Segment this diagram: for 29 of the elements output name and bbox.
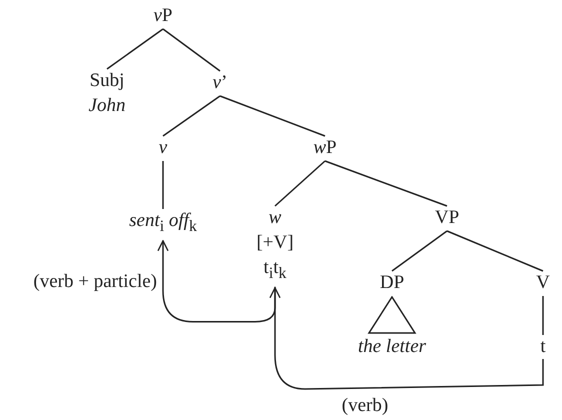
tree-node-label: VP [434,205,460,230]
tree-node-label: Subj [88,69,126,93]
tree-node-label: w [268,206,282,230]
tree-node-label: t$_{i}$t$_{k}$ [262,256,288,284]
tree-node-label: vP [154,3,172,28]
tree-branch [106,28,164,70]
tree-node-label: v [158,135,168,160]
tree-branch [162,28,220,72]
tree-branch [446,230,544,272]
tree-branch [162,95,220,137]
tree-node-label: v’ [212,70,228,95]
tree-node-label: the letter [358,335,426,359]
tree-node-label: V [536,270,550,295]
tree-node-label: DP [380,270,404,295]
tree-branch [324,160,448,207]
tree-node-label: John [88,94,126,118]
tree-node-label: wP [313,135,337,160]
tree-node-label: sent$_{i}$ off$_{k}$ [129,208,197,239]
edge-label: (verb + particle) [33,270,157,293]
movement-arrow [157,240,276,323]
movement-arrow [269,287,544,390]
tree-node-label: [+V] [256,231,294,255]
tree-branch [220,95,326,137]
tree-branch [392,230,448,272]
edge-label: (verb) [342,395,388,417]
tree-node-label: t [540,334,546,359]
tree-branch [274,160,326,207]
tree-branch [542,296,544,335]
tree-branch [162,161,164,209]
